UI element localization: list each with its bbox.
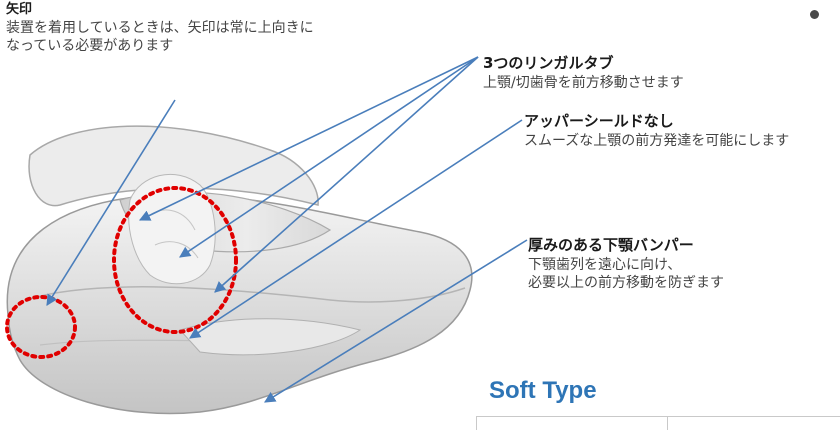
annotation-no-upper-shield: アッパーシールドなし スムーズな上顎の前方発達を可能にします (524, 112, 840, 150)
leader-lower-bumper (264, 239, 528, 403)
leader-arrow-mark (46, 99, 176, 306)
annotation-arrow-mark: 矢印 装置を着用しているときは、矢印は常に上向きになっている必要があります (6, 2, 326, 55)
annotation-title: アッパーシールドなし (524, 112, 674, 130)
table-header-cell (477, 417, 668, 430)
leader-tab-3 (214, 56, 479, 293)
leader-tab-1 (138, 56, 479, 221)
spec-table (476, 416, 840, 430)
annotation-text: スムーズな上顎の前方発達を可能にします (524, 132, 790, 149)
highlight-circle-lingual-tabs (112, 186, 238, 334)
bullet-dot-icon (810, 10, 819, 19)
section-title: Soft Type (489, 377, 597, 404)
mouthguard-appliance-image (6, 125, 473, 415)
annotation-title: 厚みのある下顎バンパー (528, 236, 694, 254)
annotation-text-line-1: 下顎歯列を遠心に向け、 (528, 256, 682, 273)
annotation-lingual-tabs: 3つのリンガルタブ 上顎/切歯骨を前方移動させます (483, 54, 803, 92)
annotation-lower-bumper: 厚みのある下顎バンパー 下顎歯列を遠心に向け、 必要以上の前方移動を防ぎます (528, 236, 838, 292)
leader-arrows (46, 56, 528, 403)
leader-upper-shield (189, 119, 523, 339)
highlight-circle-arrow-mark (5, 295, 77, 359)
annotation-text: 装置を着用しているときは、矢印は常に上向きになっている必要があります (6, 19, 314, 55)
annotation-text: 上顎/切歯骨を前方移動させます (483, 74, 684, 91)
annotation-title: 3つのリンガルタブ (483, 54, 614, 72)
annotation-title: 矢印 (6, 2, 33, 17)
table-header-cell (667, 417, 840, 430)
leader-tab-2 (179, 56, 479, 258)
annotation-text-line-2: 必要以上の前方移動を防ぎます (528, 274, 724, 291)
